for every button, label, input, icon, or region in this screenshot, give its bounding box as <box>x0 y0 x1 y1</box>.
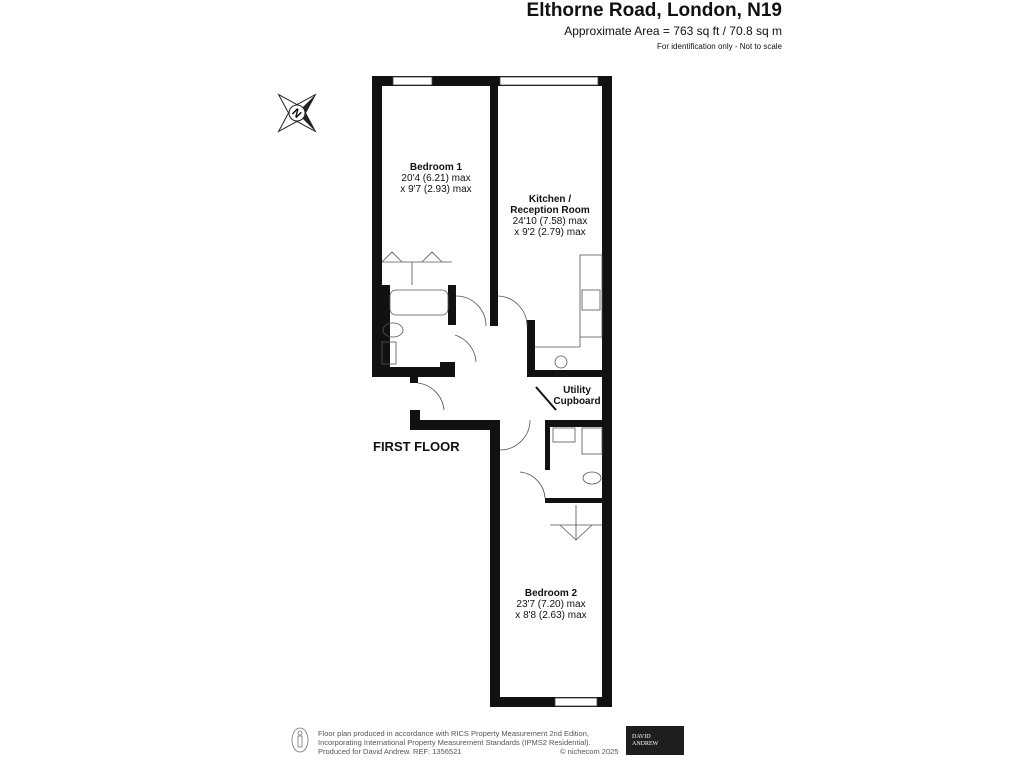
footer-line-1: Floor plan produced in accordance with R… <box>318 729 589 738</box>
scale-note: For identification only - Not to scale <box>657 42 782 51</box>
room-name: Bedroom 1 <box>409 162 463 173</box>
room-name: Bedroom 2 <box>524 588 578 599</box>
room-length: 24'10 (7.58) max <box>512 216 588 227</box>
logo-line-1: DAVID <box>632 734 651 740</box>
room-width: x 9'2 (2.79) max <box>514 227 586 238</box>
room-name: Kitchen / <box>528 194 572 205</box>
copyright: © nichecom 2025 <box>560 747 619 756</box>
room-name: Utility <box>563 385 591 396</box>
logo-line-2: ANDREW <box>632 741 659 747</box>
footer-line-2: Incorporating International Property Mea… <box>318 738 591 747</box>
agent-logo: DAVID ANDREW <box>626 726 684 755</box>
fixtures <box>381 251 603 541</box>
footer-line-3: Produced for David Andrew. REF: 1356521 <box>318 747 462 756</box>
room-name-2: Reception Room <box>510 205 590 216</box>
room-length: 23'7 (7.20) max <box>516 599 586 610</box>
room-kitchen-reception: Kitchen / Reception Room 24'10 (7.58) ma… <box>498 194 602 238</box>
room-width: x 9'7 (2.93) max <box>400 184 472 195</box>
windows <box>392 76 599 707</box>
walls <box>372 76 612 707</box>
footer-disclaimer: Floor plan produced in accordance with R… <box>318 729 591 756</box>
room-bedroom-2: Bedroom 2 23'7 (7.20) max x 8'8 (2.63) m… <box>500 588 602 621</box>
compass-icon: N <box>277 93 317 133</box>
room-bedroom-1: Bedroom 1 20'4 (6.21) max x 9'7 (2.93) m… <box>382 162 490 195</box>
floor-label: FIRST FLOOR <box>373 439 460 454</box>
approximate-area: Approximate Area = 763 sq ft / 70.8 sq m <box>564 24 782 38</box>
room-width: x 8'8 (2.63) max <box>515 610 587 621</box>
room-length: 20'4 (6.21) max <box>401 173 471 184</box>
room-utility-cupboard: Utility Cupboard <box>550 385 604 407</box>
room-name-2: Cupboard <box>553 396 601 407</box>
property-title: Elthorne Road, London, N19 <box>526 0 782 21</box>
